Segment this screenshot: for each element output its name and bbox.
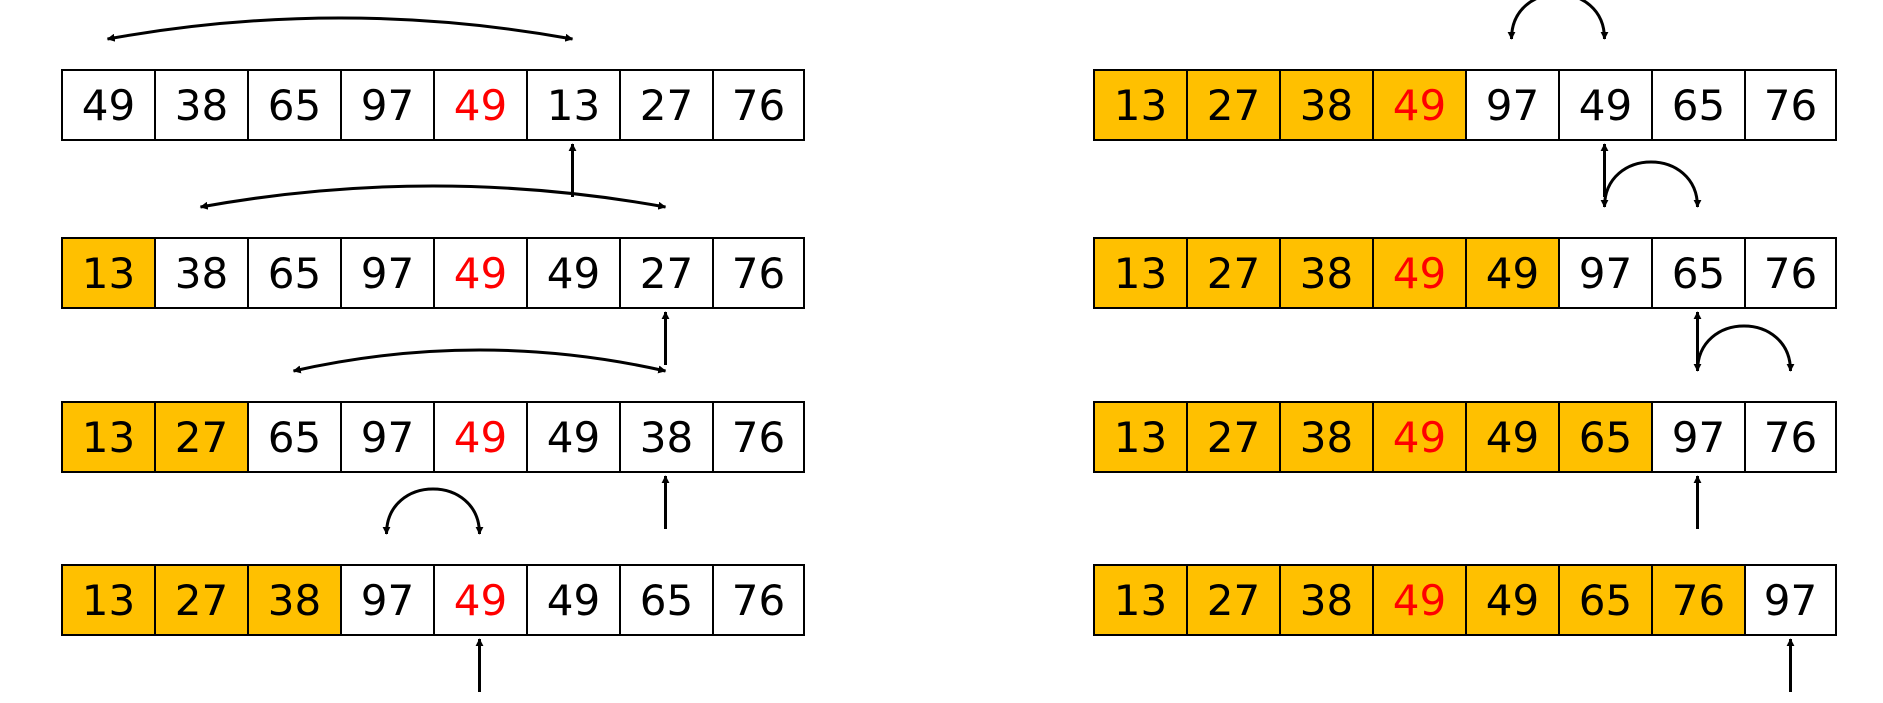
array-cell: 49 [1372, 69, 1465, 141]
array-cell: 38 [154, 237, 247, 309]
array-cell: 49 [1465, 564, 1558, 636]
array-cell: 97 [340, 237, 433, 309]
array-cell: 65 [1651, 237, 1744, 309]
swap-arc-step-3 [292, 348, 667, 374]
array-cell: 97 [1558, 237, 1651, 309]
array-cell: 49 [1372, 237, 1465, 309]
array-cell: 13 [1093, 401, 1186, 473]
array-cell: 49 [1465, 237, 1558, 309]
array-cell: 49 [61, 69, 154, 141]
array-cell: 38 [1279, 69, 1372, 141]
array-cell: 49 [526, 564, 619, 636]
array-cell: 38 [1279, 401, 1372, 473]
array-cell: 76 [712, 401, 805, 473]
array-cell: 49 [433, 401, 526, 473]
array-cell: 13 [1093, 237, 1186, 309]
array-cell: 27 [1186, 69, 1279, 141]
array-cell: 97 [340, 564, 433, 636]
swap-arc-step-6 [1600, 160, 1702, 208]
swap-arc-step-2 [199, 184, 667, 210]
array-cell: 49 [526, 237, 619, 309]
swap-arc-step-1 [106, 16, 574, 42]
swap-arc-step-4 [382, 487, 484, 535]
array-cell: 49 [526, 401, 619, 473]
array-cell: 13 [1093, 564, 1186, 636]
array-cell: 38 [154, 69, 247, 141]
array-cell: 49 [433, 564, 526, 636]
array-cell: 65 [1558, 401, 1651, 473]
array-cell: 49 [1465, 401, 1558, 473]
array-cell: 97 [1744, 564, 1837, 636]
swap-arc-step-7 [1693, 324, 1795, 372]
array-cell: 27 [1186, 237, 1279, 309]
array-cell: 27 [154, 401, 247, 473]
array-cell: 65 [1558, 564, 1651, 636]
array-cell: 13 [61, 237, 154, 309]
array-cell: 38 [1279, 564, 1372, 636]
array-cell: 38 [1279, 237, 1372, 309]
array-cell: 76 [712, 69, 805, 141]
array-cell: 38 [247, 564, 340, 636]
array-cell: 27 [619, 237, 712, 309]
array-cell: 27 [619, 69, 712, 141]
array-cell: 76 [1744, 69, 1837, 141]
array-cell: 49 [1372, 564, 1465, 636]
array-cell: 97 [340, 69, 433, 141]
array-cell: 13 [526, 69, 619, 141]
array-cell: 49 [1558, 69, 1651, 141]
array-cell: 65 [619, 564, 712, 636]
array-cell: 49 [433, 69, 526, 141]
array-cell: 27 [1186, 401, 1279, 473]
array-cell: 97 [340, 401, 433, 473]
array-cell: 76 [712, 564, 805, 636]
array-cell: 38 [619, 401, 712, 473]
array-cell: 13 [61, 401, 154, 473]
array-cell: 76 [712, 237, 805, 309]
array-cell: 49 [433, 237, 526, 309]
array-cell: 76 [1651, 564, 1744, 636]
array-cell: 13 [61, 564, 154, 636]
array-cell: 65 [1651, 69, 1744, 141]
array-cell: 65 [247, 237, 340, 309]
array-cell: 13 [1093, 69, 1186, 141]
array-cell: 76 [1744, 237, 1837, 309]
array-cell: 97 [1465, 69, 1558, 141]
array-cell: 27 [154, 564, 247, 636]
array-cell: 76 [1744, 401, 1837, 473]
array-cell: 27 [1186, 564, 1279, 636]
array-cell: 49 [1372, 401, 1465, 473]
array-cell: 65 [247, 69, 340, 141]
array-cell: 97 [1651, 401, 1744, 473]
swap-arc-step-5 [1507, 0, 1609, 40]
array-cell: 65 [247, 401, 340, 473]
